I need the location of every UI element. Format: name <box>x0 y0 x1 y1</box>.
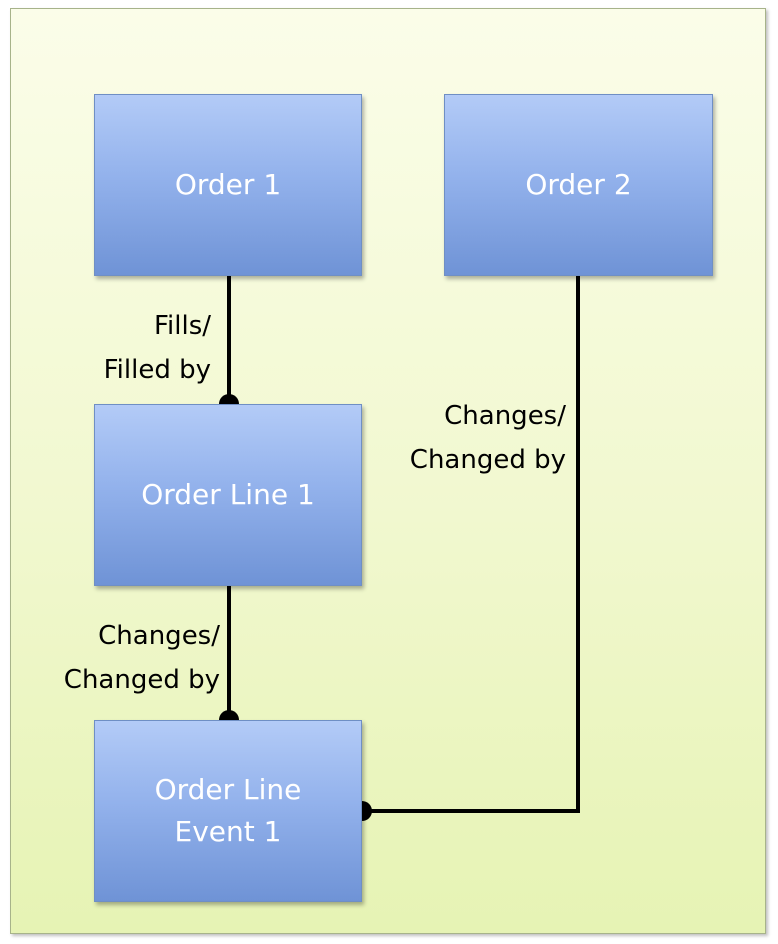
node-order-2-label: Order 2 <box>525 168 632 201</box>
node-order-1-label: Order 1 <box>174 168 282 201</box>
relationship-label-changes-line: Changes/ Changed by <box>63 621 220 695</box>
node-order-line-event-1[interactable]: Order Line Event 1 <box>94 720 362 902</box>
relationship-label-changes-order-2: Changes/ Changed by <box>409 401 566 475</box>
node-order-2[interactable]: Order 2 <box>444 94 713 276</box>
node-order-line-1[interactable]: Order Line 1 <box>94 404 362 586</box>
relationship-label-fills: Fills/ Filled by <box>103 311 211 385</box>
node-order-1[interactable]: Order 1 <box>94 94 362 276</box>
node-order-line-event-1-label: Order Line Event 1 <box>154 773 302 848</box>
node-order-line-1-label: Order Line 1 <box>141 478 315 511</box>
connector-changes-order-2 <box>362 276 580 813</box>
